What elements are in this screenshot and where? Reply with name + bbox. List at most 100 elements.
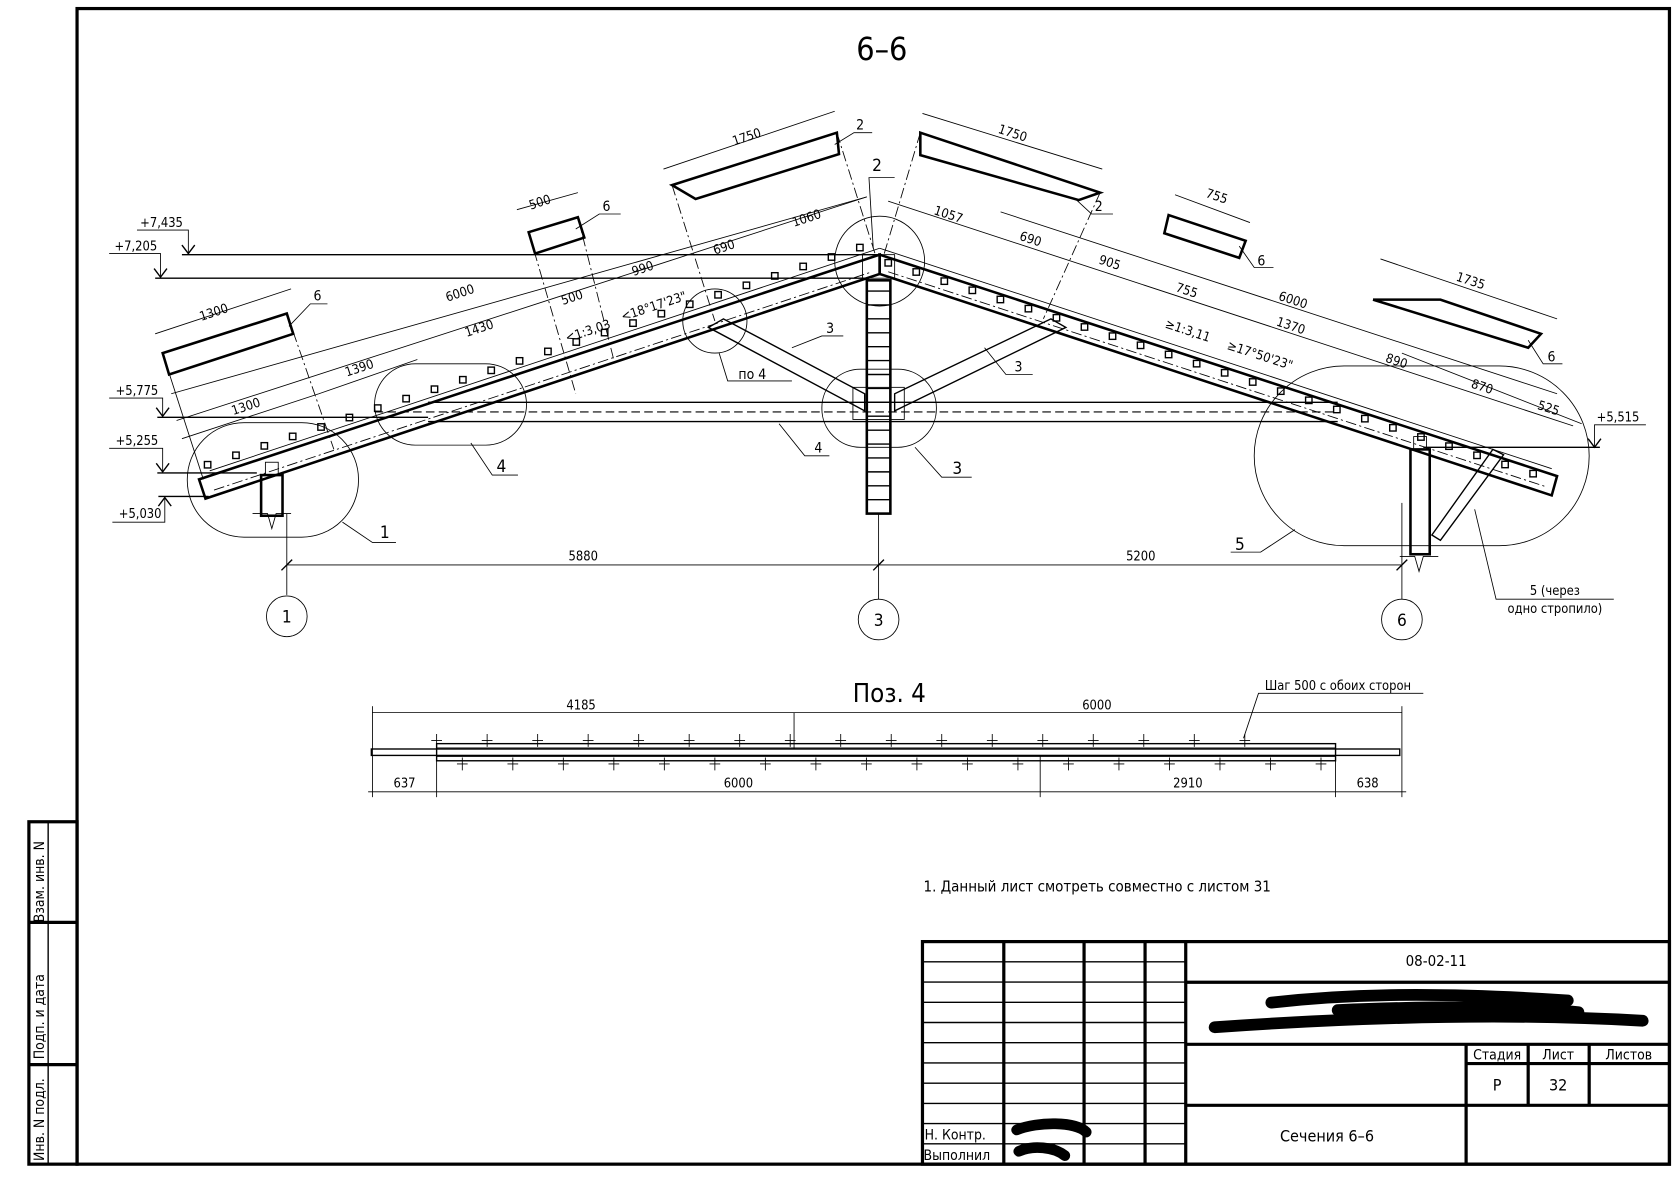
pos4-step-note: Шаг 500 с обоих сторон	[1265, 679, 1411, 694]
dim-870: 870	[1469, 377, 1495, 398]
fastener-mark	[1164, 757, 1175, 771]
purlin	[572, 338, 581, 346]
purlin	[600, 328, 609, 337]
side-label-vzam: Взам. инв. N	[32, 841, 48, 922]
angle-left: <18°17'23"	[619, 289, 688, 325]
fastener-mark	[1239, 734, 1251, 747]
fastener-mark	[1315, 757, 1327, 771]
leader-3b: 3	[1015, 359, 1023, 375]
purlin	[1024, 304, 1033, 313]
dim-piece-755: 755	[1204, 186, 1230, 207]
right-strut	[893, 318, 1068, 412]
leader-5-note-2: одно стропило)	[1508, 602, 1603, 617]
dim-1057: 1057	[932, 204, 965, 227]
fastener-mark	[734, 734, 746, 747]
fastener-mark	[911, 757, 923, 771]
purlin	[884, 258, 893, 267]
axis-3: 3	[874, 611, 884, 631]
purlin	[996, 295, 1005, 304]
leader-6d: 6	[1547, 350, 1555, 366]
leader-4b: 4	[814, 441, 822, 457]
side-label-inv: Инв. N подл.	[32, 1078, 48, 1161]
purlin	[1332, 405, 1341, 414]
dim-1060: 1060	[791, 207, 824, 231]
purlin	[1389, 423, 1397, 432]
purlin	[373, 404, 382, 412]
dim-990: 990	[630, 259, 656, 280]
leader-po4: по 4	[738, 367, 766, 383]
side-label-podp: Подп. и дата	[32, 974, 48, 1059]
sheet-frame	[75, 6, 1672, 1166]
dim-690-left: 690	[711, 237, 737, 258]
fastener-mark	[683, 734, 695, 747]
leader-6c: 6	[1257, 253, 1265, 269]
leader-6a: 6	[602, 199, 610, 215]
fastener-mark	[810, 757, 822, 771]
callout-1	[186, 422, 359, 538]
sheet-title: Сечения 6–6	[1280, 1127, 1374, 1146]
purlin	[487, 366, 496, 375]
left-dimension-labels: 1300 6000 1430 1390 1300 500 500 990 690…	[198, 126, 823, 419]
project-code: 08-02-11	[1406, 952, 1467, 970]
purlin	[855, 243, 864, 252]
purlin	[742, 281, 751, 290]
purlin	[770, 271, 779, 280]
purlin	[1080, 323, 1089, 331]
dim-piece-1300: 1300	[198, 301, 231, 325]
header-sheet: Лист	[1542, 1047, 1574, 1063]
pos4-detail: Поз. 4 4185 6000 637 6000 2910 638 Шаг 5…	[368, 679, 1424, 798]
purlin	[515, 356, 524, 365]
dim-525: 525	[1535, 398, 1561, 419]
fastener-mark	[582, 734, 594, 747]
pos4-dim-4185: 4185	[566, 698, 595, 713]
dim-500: 500	[559, 288, 585, 309]
leader-2c: 2	[1095, 199, 1103, 215]
fastener-mark	[885, 734, 897, 747]
dim-piece-1750-right: 1750	[996, 122, 1029, 145]
fastener-mark	[507, 757, 519, 771]
level-7435: +7,435	[140, 216, 183, 231]
purlin	[1417, 433, 1425, 441]
general-note: 1. Данный лист смотреть совместно с лист…	[924, 877, 1271, 895]
slope-right: ≥1:3,11	[1163, 317, 1212, 346]
fastener-mark	[986, 734, 998, 747]
pos4-dim-6000-top: 6000	[1082, 698, 1111, 713]
role-norm-control: Н. Контр.	[925, 1128, 986, 1144]
pos4-dim-2910: 2910	[1173, 777, 1202, 792]
sheet-value: 32	[1549, 1075, 1567, 1094]
cut-pieces	[161, 130, 1544, 480]
slope-left: <1:3,03	[564, 317, 613, 346]
dim-piece-500: 500	[527, 192, 553, 213]
pos4-title: Поз. 4	[853, 679, 926, 709]
purlin	[629, 319, 637, 328]
purlin	[458, 375, 467, 384]
fastener-mark	[633, 734, 645, 747]
purlin	[657, 309, 666, 318]
dim-6000-left: 6000	[444, 282, 477, 306]
callout-3	[821, 368, 937, 448]
left-rafter	[197, 252, 881, 501]
purlin	[799, 262, 808, 271]
purlin	[714, 290, 722, 299]
fastener-mark	[1113, 757, 1125, 771]
level-5030: +5,030	[119, 507, 162, 522]
fastener-mark	[1138, 734, 1150, 747]
roof-truss	[186, 215, 1590, 573]
purlin	[430, 385, 439, 394]
fastener-mark	[608, 757, 620, 771]
pos4-dim-637: 637	[394, 777, 416, 792]
purlin	[912, 268, 921, 276]
leader-5: 5	[1235, 535, 1245, 555]
fastener-mark	[1087, 734, 1099, 747]
purlin	[1304, 396, 1313, 405]
leader-6b: 6	[314, 289, 322, 305]
header-sheets: Листов	[1605, 1047, 1652, 1063]
level-5255: +5,255	[116, 434, 159, 449]
central-post	[865, 279, 892, 515]
dim-1370: 1370	[1274, 315, 1307, 338]
fastener-mark	[431, 734, 442, 747]
header-stage: Стадия	[1473, 1047, 1521, 1063]
callout-ridge	[834, 215, 926, 307]
callout-po4	[682, 288, 748, 354]
